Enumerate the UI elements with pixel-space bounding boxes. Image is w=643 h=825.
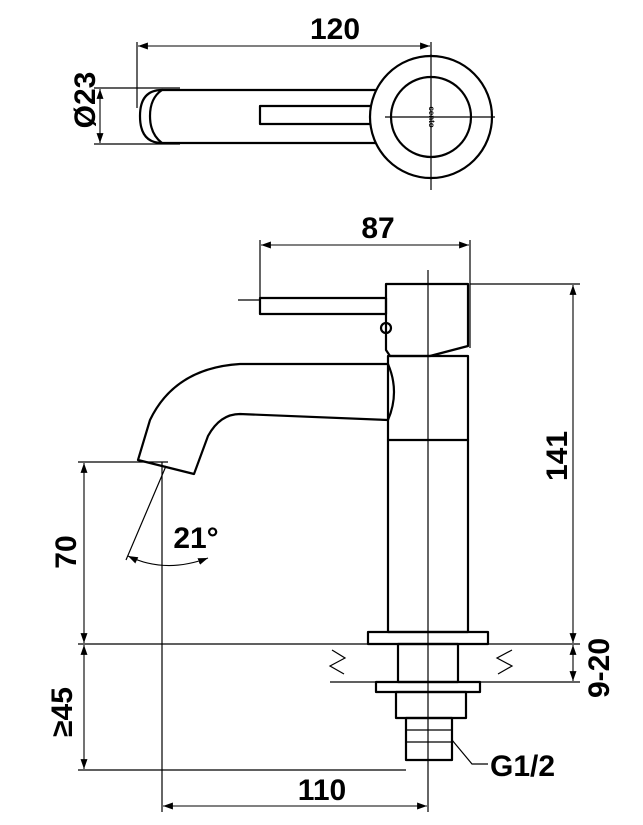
dim-label-110: 110	[298, 774, 346, 807]
thread-label: G1/2	[490, 750, 555, 783]
dim-label-45: ≥45	[46, 687, 79, 737]
dim-label-141: 141	[541, 431, 574, 481]
thread-connector	[404, 716, 454, 762]
lock-nut	[394, 690, 468, 720]
cartridge-head	[384, 282, 470, 358]
spout-joint	[386, 362, 396, 422]
dim-label-9-20: 9-20	[583, 638, 616, 698]
dim-label-d23: Ø23	[69, 72, 102, 129]
spout-top-outline	[138, 88, 394, 145]
dim-label-70: 70	[50, 535, 83, 568]
dim-label-87: 87	[361, 212, 394, 245]
angle-arc-21	[127, 555, 209, 567]
lever-handle	[258, 296, 388, 316]
brand-logo: cento	[427, 106, 436, 127]
side-view: 87 141 9-20	[46, 212, 616, 812]
dim-label-21: 21°	[173, 522, 218, 555]
spout-tip-arc	[148, 88, 164, 145]
deck-break-left	[328, 649, 347, 675]
top-view: 120 Ø23 cento	[69, 13, 495, 190]
dim-label-120: 120	[310, 13, 360, 46]
spout-angle-line	[125, 465, 167, 561]
spout-side	[136, 362, 390, 476]
deck-break-right	[495, 649, 514, 675]
thread-leader	[451, 739, 488, 765]
